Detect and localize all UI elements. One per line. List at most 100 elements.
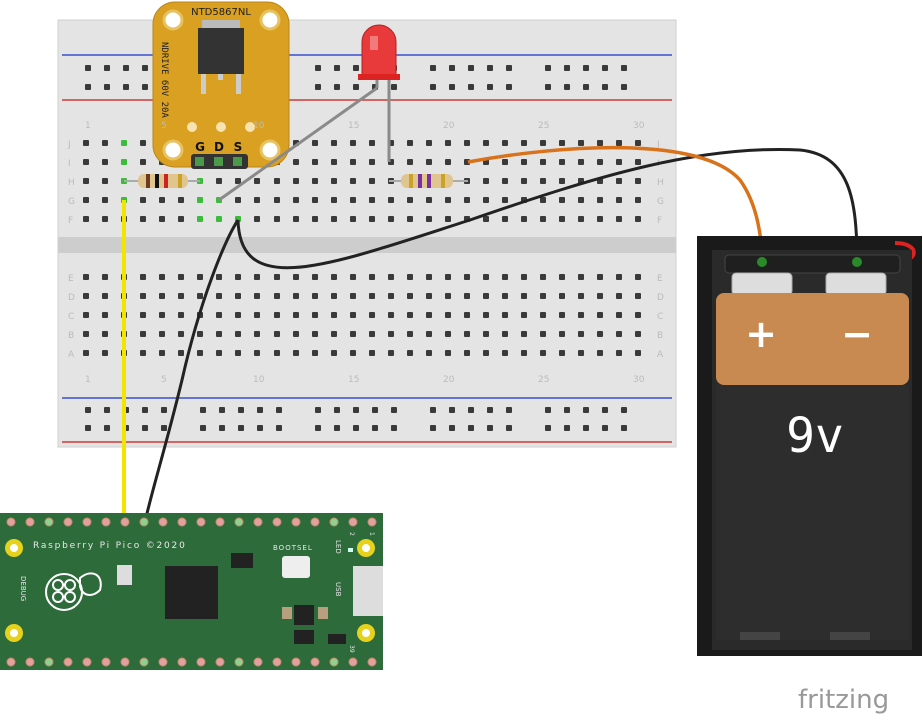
breadboard-hole[interactable] (583, 84, 589, 90)
breadboard-hole[interactable] (483, 331, 489, 337)
breadboard-hole[interactable] (521, 293, 527, 299)
breadboard-hole[interactable] (312, 350, 318, 356)
breadboard-hole[interactable] (257, 407, 263, 413)
breadboard-hole[interactable] (254, 312, 260, 318)
pico-pin[interactable] (25, 657, 35, 667)
breadboard-hole[interactable] (540, 159, 546, 165)
breadboard-hole[interactable] (502, 197, 508, 203)
breadboard-hole[interactable] (464, 197, 470, 203)
orange-wire[interactable] (467, 145, 764, 263)
breadboard-hole[interactable] (540, 312, 546, 318)
breadboard-hole[interactable] (293, 293, 299, 299)
breadboard-hole[interactable] (350, 197, 356, 203)
breadboard-hole[interactable] (616, 350, 622, 356)
breadboard-hole[interactable] (238, 425, 244, 431)
breadboard-hole[interactable] (578, 293, 584, 299)
breadboard-hole[interactable] (83, 178, 89, 184)
pico-pin[interactable] (253, 657, 263, 667)
breadboard-hole[interactable] (445, 274, 451, 280)
breadboard-hole[interactable] (426, 140, 432, 146)
pico-pin[interactable] (101, 657, 111, 667)
black-wire-pico[interactable] (143, 219, 240, 523)
breadboard-hole[interactable] (445, 159, 451, 165)
pico-pin[interactable] (329, 657, 339, 667)
breadboard-hole[interactable] (545, 84, 551, 90)
breadboard-hole[interactable] (353, 84, 359, 90)
breadboard-hole[interactable] (83, 293, 89, 299)
breadboard-hole[interactable] (521, 274, 527, 280)
breadboard-hole[interactable] (142, 65, 148, 71)
breadboard-hole[interactable] (121, 159, 127, 165)
breadboard-hole[interactable] (506, 84, 512, 90)
breadboard-hole[interactable] (616, 178, 622, 184)
breadboard-hole[interactable] (178, 312, 184, 318)
breadboard-hole[interactable] (559, 178, 565, 184)
breadboard-hole[interactable] (200, 425, 206, 431)
breadboard-hole[interactable] (334, 407, 340, 413)
breadboard-hole[interactable] (426, 216, 432, 222)
breadboard-hole[interactable] (140, 312, 146, 318)
breadboard-hole[interactable] (521, 331, 527, 337)
pico-pin[interactable] (272, 517, 282, 527)
breadboard-hole[interactable] (274, 350, 280, 356)
breadboard-hole[interactable] (254, 197, 260, 203)
breadboard-hole[interactable] (407, 140, 413, 146)
breadboard-hole[interactable] (315, 407, 321, 413)
breadboard-hole[interactable] (312, 331, 318, 337)
pico-pin[interactable] (101, 517, 111, 527)
pico-pin[interactable] (120, 517, 130, 527)
breadboard-hole[interactable] (583, 65, 589, 71)
breadboard-hole[interactable] (602, 84, 608, 90)
breadboard-hole[interactable] (197, 197, 203, 203)
breadboard-hole[interactable] (140, 159, 146, 165)
breadboard-hole[interactable] (178, 216, 184, 222)
breadboard-hole[interactable] (426, 331, 432, 337)
breadboard-hole[interactable] (254, 293, 260, 299)
resistor-2[interactable] (389, 174, 468, 188)
pico-pin[interactable] (120, 657, 130, 667)
breadboard-hole[interactable] (487, 84, 493, 90)
breadboard-hole[interactable] (123, 84, 129, 90)
breadboard-hole[interactable] (331, 274, 337, 280)
breadboard-hole[interactable] (369, 293, 375, 299)
breadboard-hole[interactable] (540, 293, 546, 299)
breadboard-hole[interactable] (254, 178, 260, 184)
breadboard-hole[interactable] (597, 159, 603, 165)
breadboard-hole[interactable] (540, 197, 546, 203)
breadboard-hole[interactable] (597, 216, 603, 222)
breadboard-hole[interactable] (83, 331, 89, 337)
breadboard-hole[interactable] (274, 312, 280, 318)
pico-pin[interactable] (234, 517, 244, 527)
breadboard-hole[interactable] (616, 312, 622, 318)
breadboard-hole[interactable] (597, 293, 603, 299)
breadboard-hole[interactable] (312, 159, 318, 165)
breadboard-hole[interactable] (468, 407, 474, 413)
breadboard-hole[interactable] (464, 331, 470, 337)
breadboard-hole[interactable] (445, 216, 451, 222)
breadboard-hole[interactable] (635, 331, 641, 337)
breadboard-hole[interactable] (315, 84, 321, 90)
breadboard-hole[interactable] (449, 407, 455, 413)
breadboard-hole[interactable] (602, 407, 608, 413)
breadboard-hole[interactable] (142, 84, 148, 90)
breadboard-hole[interactable] (426, 274, 432, 280)
pico-pin[interactable] (44, 517, 54, 527)
breadboard-hole[interactable] (502, 216, 508, 222)
breadboard-hole[interactable] (545, 425, 551, 431)
breadboard-hole[interactable] (350, 140, 356, 146)
breadboard-hole[interactable] (219, 407, 225, 413)
breadboard-hole[interactable] (559, 312, 565, 318)
breadboard-hole[interactable] (430, 425, 436, 431)
breadboard-hole[interactable] (372, 407, 378, 413)
breadboard-hole[interactable] (178, 274, 184, 280)
pico-pin[interactable] (310, 517, 320, 527)
breadboard-hole[interactable] (426, 312, 432, 318)
breadboard-hole[interactable] (521, 140, 527, 146)
breadboard-hole[interactable] (464, 140, 470, 146)
breadboard-hole[interactable] (83, 159, 89, 165)
resistor-1[interactable] (124, 174, 200, 188)
breadboard-hole[interactable] (369, 350, 375, 356)
breadboard-hole[interactable] (369, 331, 375, 337)
breadboard-hole[interactable] (159, 331, 165, 337)
breadboard-hole[interactable] (293, 216, 299, 222)
